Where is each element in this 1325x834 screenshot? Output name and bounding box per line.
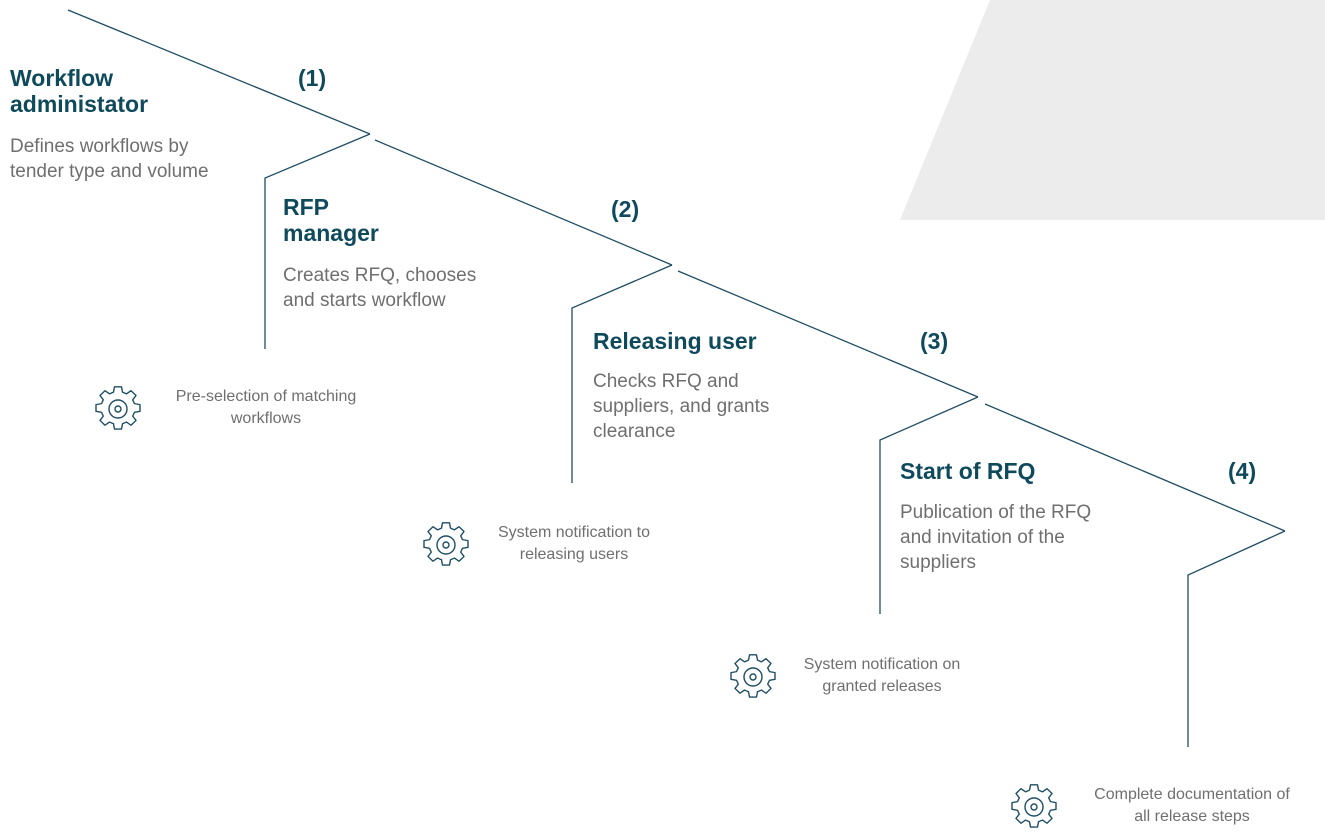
step-3-title-line1: Releasing user bbox=[593, 328, 757, 354]
diagonal-line-2 bbox=[374, 139, 673, 266]
system-action-3-line2: granted releases bbox=[822, 678, 942, 695]
step-2-desc-line2: and starts workflow bbox=[283, 290, 446, 311]
system-action-4-line2: all release steps bbox=[1134, 808, 1250, 825]
system-action-3-line1: System notification on bbox=[803, 656, 961, 673]
system-action-2-text: System notification to releasing users bbox=[474, 522, 674, 566]
step-4-description: Publication of the RFQ and invitation of… bbox=[900, 500, 1091, 575]
system-action-1-text: Pre-selection of matching workflows bbox=[150, 386, 382, 430]
step-3-title: Releasing user bbox=[593, 328, 757, 354]
system-action-2-line1: System notification to bbox=[497, 524, 651, 541]
step-2-desc-line1: Creates RFQ, chooses bbox=[283, 265, 477, 286]
system-action-3-text: System notification on granted releases bbox=[780, 654, 984, 698]
step-1-description: Defines workflows by tender type and vol… bbox=[10, 134, 209, 184]
branch-line-4 bbox=[879, 396, 979, 614]
step-4-desc-line3: suppliers bbox=[900, 552, 977, 573]
step-3-desc-line3: clearance bbox=[593, 421, 676, 442]
step-1-desc-line1: Defines workflows by bbox=[10, 136, 189, 157]
step-3-desc-line2: suppliers, and grants bbox=[593, 396, 770, 417]
system-action-4-line1: Complete documentation of bbox=[1094, 786, 1290, 803]
branch-line-3 bbox=[571, 264, 673, 483]
step-1-number: (1) bbox=[298, 65, 327, 91]
step-1-desc-line2: tender type and volume bbox=[10, 161, 209, 182]
branch-line-5 bbox=[1187, 530, 1286, 747]
system-action-4-text: Complete documentation of all release st… bbox=[1062, 784, 1322, 828]
gear-icon bbox=[730, 654, 776, 698]
step-2-number: (2) bbox=[611, 196, 640, 222]
gear-icon bbox=[95, 386, 141, 430]
step-1-title-line1: Workflow bbox=[10, 65, 114, 91]
gear-icon bbox=[423, 522, 469, 566]
system-action-2-line2: releasing users bbox=[519, 546, 629, 563]
step-1-title: Workflow administator bbox=[10, 65, 148, 117]
diagonal-line-3 bbox=[677, 270, 979, 398]
step-1-title-line2: administator bbox=[10, 91, 149, 117]
step-3-number: (3) bbox=[920, 328, 949, 354]
step-4-title-line1: Start of RFQ bbox=[900, 458, 1036, 484]
diagonal-line-4 bbox=[984, 403, 1286, 532]
step-4-desc-line1: Publication of the RFQ bbox=[900, 502, 1092, 523]
step-4-number: (4) bbox=[1228, 458, 1257, 484]
gear-icon bbox=[1011, 784, 1057, 828]
step-3-description: Checks RFQ and suppliers, and grants cle… bbox=[593, 369, 769, 444]
branch-line-2 bbox=[264, 133, 371, 349]
step-3-desc-line1: Checks RFQ and bbox=[593, 371, 739, 392]
diagonal-line-1 bbox=[67, 9, 371, 135]
system-action-1-line1: Pre-selection of matching bbox=[175, 388, 357, 405]
step-2-title: RFP manager bbox=[283, 194, 379, 246]
step-4-title: Start of RFQ bbox=[900, 458, 1035, 484]
step-2-title-line2: manager bbox=[283, 220, 379, 246]
step-2-description: Creates RFQ, chooses and starts workflow bbox=[283, 263, 476, 313]
step-2-title-line1: RFP bbox=[283, 194, 329, 220]
system-action-1-line2: workflows bbox=[230, 410, 302, 427]
step-4-desc-line2: and invitation of the bbox=[900, 527, 1065, 548]
